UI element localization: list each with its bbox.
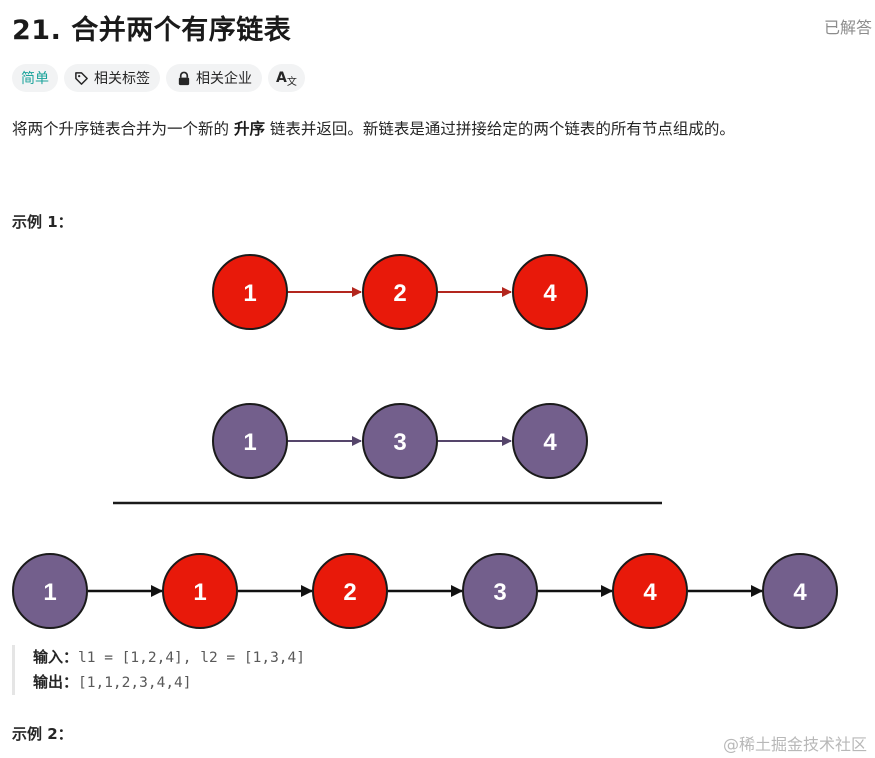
output-label: 输出：	[33, 673, 79, 691]
problem-description: 将两个升序链表合并为一个新的 升序 链表并返回。新链表是通过拼接给定的两个链表的…	[12, 117, 735, 139]
list1-node-2-label: 2	[393, 280, 406, 307]
merged-node-5: 4	[612, 553, 688, 629]
tag-icon	[74, 71, 89, 86]
list1-node-3-label: 4	[543, 280, 557, 307]
list2-node-1: 1	[212, 403, 288, 479]
output-value: [1,1,2,3,4,4]	[78, 675, 192, 691]
merge-diagram: 1 2 4 1 3 4 1 1 2 3 4 4	[12, 254, 838, 629]
solved-status: 已解答	[823, 18, 872, 37]
merged-node-5-label: 4	[643, 579, 657, 606]
description-emphasis: 升序	[233, 120, 265, 138]
difficulty-tag[interactable]: 简单	[12, 64, 58, 92]
difficulty-label: 简单	[21, 71, 49, 87]
list2-node-2: 3	[362, 403, 438, 479]
related-companies-button[interactable]: 相关企业	[166, 64, 262, 92]
input-label: 输入：	[33, 648, 79, 666]
translate-icon-glyph: 文	[286, 76, 297, 88]
watermark: @稀土掘金技术社区	[722, 735, 867, 754]
list1-node-3: 4	[512, 254, 588, 330]
description-text-2: 链表并返回。新链表是通过拼接给定的两个链表的所有节点组成的。	[264, 120, 735, 138]
list1-node-2: 2	[362, 254, 438, 330]
list2-node-1-label: 1	[243, 429, 256, 456]
merged-node-6-label: 4	[793, 579, 807, 606]
example-2-label: 示例 2：	[12, 725, 73, 743]
translate-icon: A	[276, 70, 287, 86]
related-tags-button[interactable]: 相关标签	[64, 64, 160, 92]
merged-node-3: 2	[312, 553, 388, 629]
merged-node-1-label: 1	[43, 579, 56, 606]
merged-node-1: 1	[12, 553, 88, 629]
merged-node-2-label: 1	[193, 579, 206, 606]
lock-icon	[176, 71, 191, 86]
example-1-io: 输入：l1 = [1,2,4], l2 = [1,3,4] 输出：[1,1,2,…	[12, 645, 305, 695]
merged-node-6: 4	[762, 553, 838, 629]
input-line: 输入：l1 = [1,2,4], l2 = [1,3,4]	[33, 645, 305, 670]
problem-title: 21. 合并两个有序链表	[12, 15, 292, 46]
example-1-label: 示例 1：	[12, 213, 73, 231]
list2-node-2-label: 3	[393, 429, 406, 456]
list2-node-3: 4	[512, 403, 588, 479]
description-text-1: 将两个升序链表合并为一个新的	[12, 120, 234, 138]
related-companies-label: 相关企业	[196, 71, 252, 87]
list1-node-1-label: 1	[243, 280, 256, 307]
output-line: 输出：[1,1,2,3,4,4]	[33, 670, 305, 695]
list1-node-1: 1	[212, 254, 288, 330]
merged-node-3-label: 2	[343, 579, 356, 606]
merged-node-4-label: 3	[493, 579, 506, 606]
input-value: l1 = [1,2,4], l2 = [1,3,4]	[78, 650, 305, 666]
related-tags-label: 相关标签	[94, 71, 150, 87]
merged-node-4: 3	[462, 553, 538, 629]
list2-node-3-label: 4	[543, 429, 557, 456]
merged-node-2: 1	[162, 553, 238, 629]
